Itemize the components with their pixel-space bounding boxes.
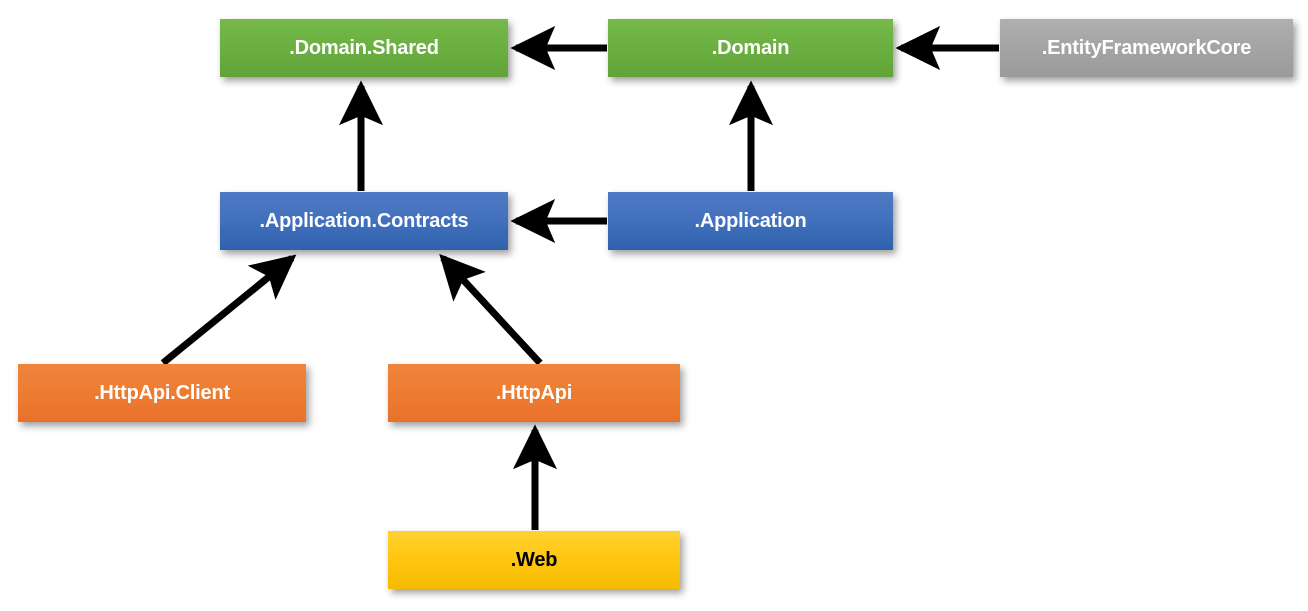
node-application[interactable]: .Application: [608, 192, 893, 250]
node-entity-framework-core[interactable]: .EntityFrameworkCore: [1000, 19, 1293, 77]
node-label: .Web: [510, 548, 558, 571]
node-label: .Domain.Shared: [289, 36, 439, 59]
node-httpapi-client[interactable]: .HttpApi.Client: [18, 364, 306, 422]
node-label: .Application.Contracts: [259, 209, 469, 232]
edge-httpapi-to-application-contracts: [439, 253, 543, 366]
node-label: .HttpApi.Client: [94, 381, 230, 404]
node-label: .Domain: [711, 36, 790, 59]
node-label: .Application: [694, 209, 807, 232]
node-label: .EntityFrameworkCore: [1041, 36, 1252, 59]
node-application-contracts[interactable]: .Application.Contracts: [220, 192, 508, 250]
node-httpapi[interactable]: .HttpApi: [388, 364, 680, 422]
node-domain-shared[interactable]: .Domain.Shared: [220, 19, 508, 77]
edge-httpapi-client-to-application-contracts: [160, 254, 297, 366]
node-label: .HttpApi: [495, 381, 573, 404]
node-web[interactable]: .Web: [388, 531, 680, 589]
node-domain[interactable]: .Domain: [608, 19, 893, 77]
